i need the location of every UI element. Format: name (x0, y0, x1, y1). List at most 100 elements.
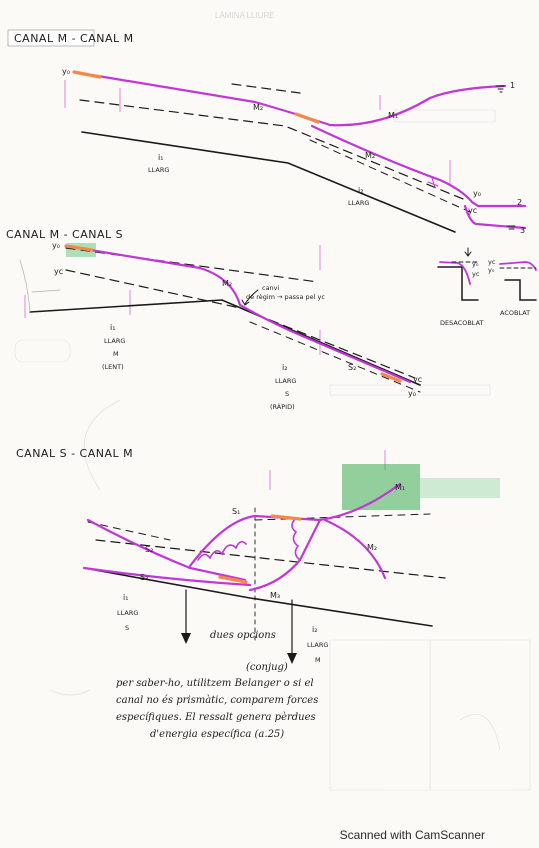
diagram-2 (19, 243, 421, 393)
scanner-watermark: Scanned with CamScanner (339, 828, 485, 842)
hydraulic-jump-2 (291, 517, 301, 561)
water-profile-m2-s2 (64, 244, 412, 384)
label-m1-3: M₁ (395, 483, 405, 492)
normal-depth-line-2b (249, 321, 421, 393)
label-slope-1: i₁ (158, 153, 163, 162)
label-slope-2-3: i₂ (312, 625, 317, 634)
note-paragraph: per saber-ho, utilitzem Belanger o si el… (116, 678, 318, 740)
critical-depth-line-2 (65, 269, 416, 379)
channel-bed-1 (81, 131, 456, 233)
label-change-note-2: de règim → passa pel yc (246, 293, 325, 301)
label-slope-1-2-type: LLARG (104, 337, 125, 345)
label-case-1: 1 (510, 81, 515, 90)
label-slope-1-3-type: LLARG (117, 609, 138, 617)
label-drop-y0: y₀ (472, 260, 479, 268)
note-line-4: d'energia específica (a.25) (150, 729, 284, 740)
label-slope-1-3-regime: S (125, 624, 129, 632)
label-slope-2-2: i₂ (282, 363, 287, 372)
label-yc-right: yc (468, 206, 477, 215)
water-profile-m1 (328, 84, 507, 127)
section-3-title: CANAL S - CANAL M (16, 447, 133, 460)
diagram-1-labels: y₀ M₂ M₁ M₂ y₀ yc 1 2 3 i₁ LLARG i₂ LLAR… (62, 67, 525, 235)
diagram-2-labels: y₀ yc M₂ canvi de règim → passa pel yc S… (52, 241, 422, 411)
normal-depth-line-1 (79, 99, 469, 202)
label-slope-2-2-regime: S (285, 390, 289, 398)
highlight-y0-2b (380, 372, 402, 383)
channel-bed-3 (83, 567, 433, 627)
label-slope-2-2-desc: (RÀPID) (270, 402, 295, 411)
note-line-1: per saber-ho, utilitzem Belanger o si el (116, 678, 314, 689)
highlight-green-block (342, 464, 420, 510)
section-2-title: CANAL M - CANAL S (6, 228, 123, 241)
label-s2-3: S₂ (145, 545, 153, 554)
cross-mark (427, 177, 439, 189)
channel-bed-2 (29, 299, 421, 386)
critical-depth-line-3 (95, 539, 446, 579)
drop-sketches (437, 247, 537, 301)
label-m3: M₃ (270, 591, 280, 600)
label-s2-2: S₂ (348, 363, 356, 372)
label-desacoblat: DESACOBLAT (440, 319, 484, 327)
coupled-profile (499, 261, 537, 271)
water-profile-s3 (82, 566, 252, 587)
label-couple-yc: yc (488, 258, 496, 266)
label-s3: S₃ (140, 573, 148, 582)
diagram-3-labels: S₁ M₁ S₂ M₂ S₃ M₃ i₁ LLARG S dues opcion… (117, 483, 405, 673)
section-1-header: CANAL M - CANAL M (7, 29, 133, 47)
label-slope-2-3-type: LLARG (307, 641, 328, 649)
drop-step (437, 266, 479, 301)
surface-symbol-3 (506, 225, 516, 230)
normal-depth-line-2 (65, 247, 319, 283)
label-slope-1-3: i₁ (123, 593, 128, 602)
critical-depth-line-1b (309, 139, 471, 213)
label-slope-1-type: LLARG (148, 166, 169, 174)
highlight-break (294, 112, 320, 124)
label-y0-right: y₀ (473, 189, 481, 198)
label-yc-left-2: yc (54, 267, 63, 276)
diagram-3 (82, 464, 500, 664)
label-slope-2-3-regime: M (315, 656, 321, 664)
label-slope-1-2-regime: M (113, 350, 119, 358)
water-profile-s2 (86, 518, 247, 582)
label-yc-right-2: yc (413, 375, 422, 384)
label-case-2: 2 (517, 198, 522, 207)
water-profile-m2-3 (323, 518, 387, 580)
water-profile-2 (310, 124, 527, 208)
coupled-step (504, 279, 537, 301)
highlight-y0 (72, 70, 102, 79)
label-slope-1-2: i₁ (110, 323, 115, 332)
bleed-through: LÀMINA LLIURE (14, 11, 531, 791)
label-slope-2-type: LLARG (348, 199, 369, 207)
label-drop-yc: yc (472, 270, 480, 278)
hydraulic-jump-1 (197, 540, 247, 561)
label-conjugate: (conjug) (246, 662, 288, 673)
label-m1: M₁ (388, 111, 398, 120)
normal-depth-m-3 (254, 513, 431, 521)
drop-sketch-labels: y₀ yc yc y₀ DESACOBLAT ACOBLAT (440, 258, 530, 327)
label-slope-2-2-type: LLARG (275, 377, 296, 385)
label-m2-3: M₂ (367, 543, 377, 552)
label-case-3: 3 (520, 226, 525, 235)
water-profile-3 (463, 204, 527, 230)
diagram-1 (72, 70, 527, 233)
water-profile-m3 (248, 518, 322, 592)
drop-profile (439, 261, 471, 285)
label-s1: S₁ (232, 507, 240, 516)
label-m2: M₂ (253, 103, 263, 112)
label-slope-2: i₂ (358, 186, 363, 195)
ghost-heading: LÀMINA LLIURE (215, 11, 275, 20)
note-line-2: canal no és prismàtic, comparem forces (116, 695, 318, 706)
label-couple-y0: y₀ (488, 266, 495, 274)
surface-symbol-1 (495, 85, 505, 93)
label-m2-2: M₂ (222, 279, 232, 288)
water-profile-m2 (72, 70, 332, 127)
highlight-y0-2 (64, 244, 94, 252)
label-change-note: canvi (262, 284, 280, 292)
label-y0-right-2: y₀ (408, 389, 416, 398)
normal-depth-s-3 (87, 521, 171, 541)
label-y0-left-2: y₀ (52, 241, 60, 250)
note-line-3: específiques. El ressalt genera pèrdues (116, 712, 316, 723)
label-m2-lower: M₂ (365, 151, 375, 160)
